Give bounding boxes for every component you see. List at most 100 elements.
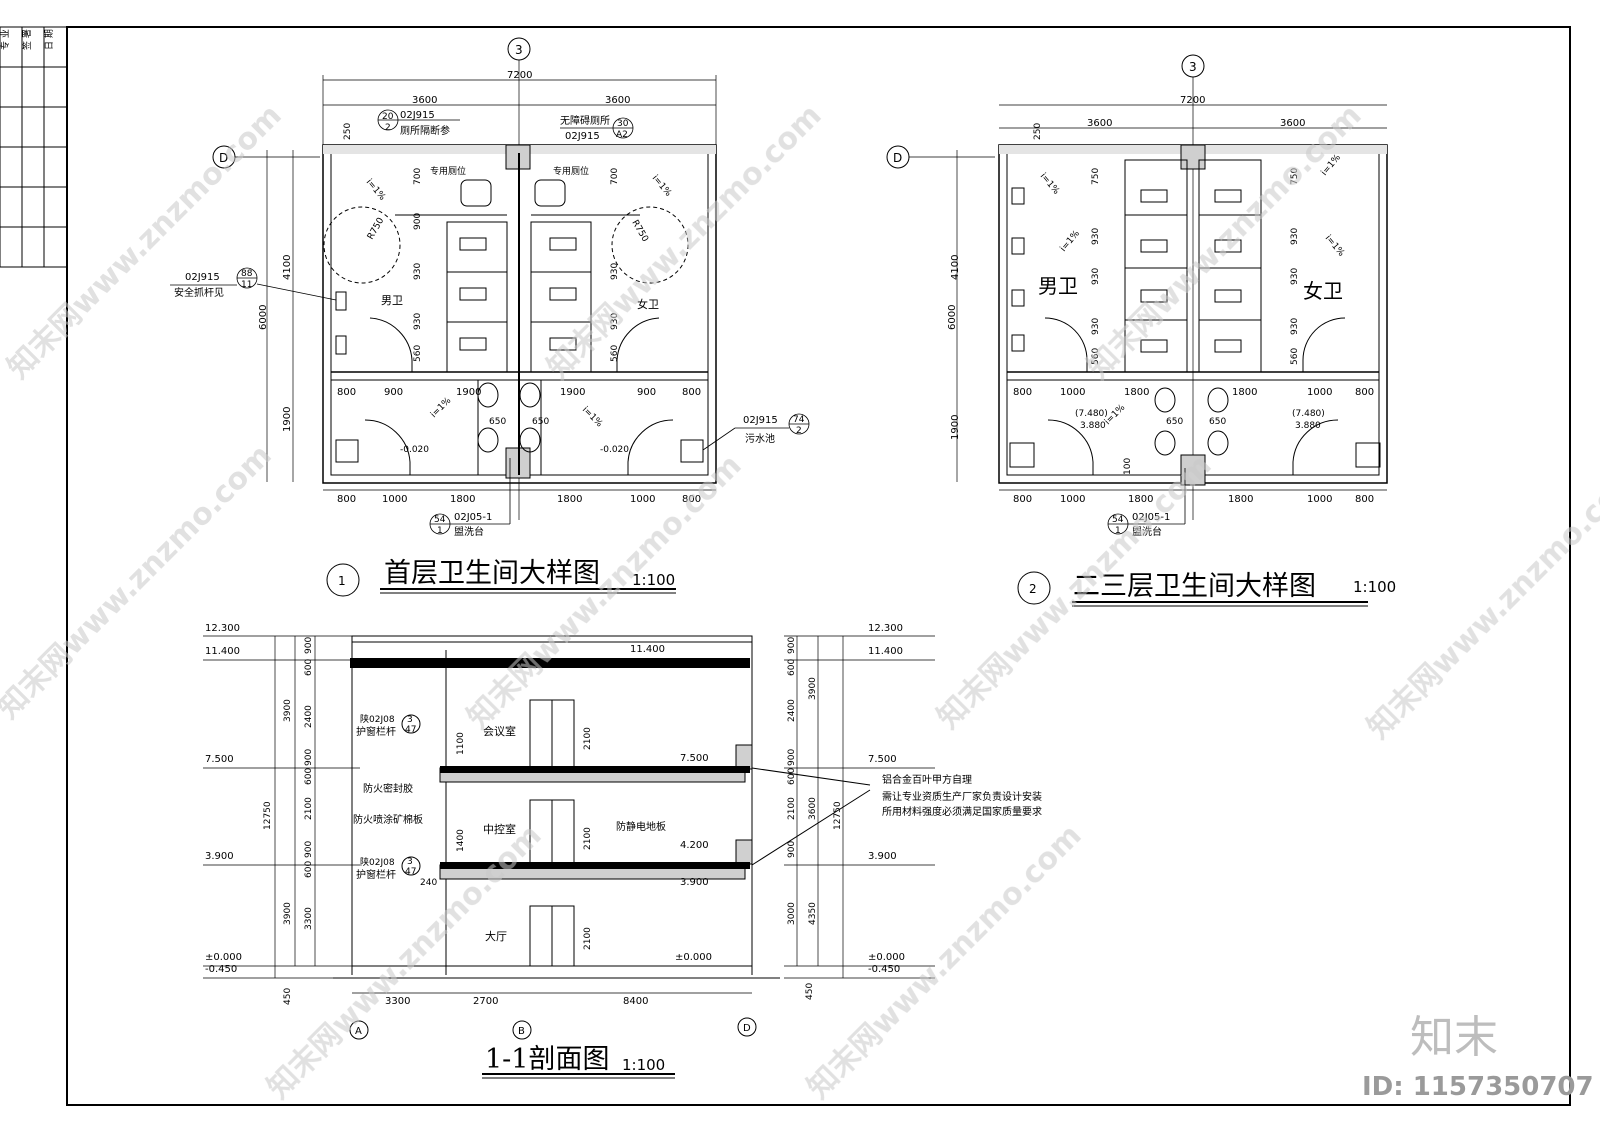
dim-text: R750 [629,219,650,245]
plan-1: 3 D 7200 3600 3600 250 6000 4100 1900 [170,37,810,597]
dim-text: 900 [304,637,314,654]
dim-text: 930 [413,313,423,330]
dim-text: 1900 [456,387,481,398]
dim-text: 900 [384,387,403,398]
dim-text: 600 [304,768,314,785]
dim-text: 2400 [787,699,797,722]
ref-num: 20 [382,112,394,122]
dim-text: 12750 [263,801,273,830]
ref-text: 厕所隔断参 [400,124,450,137]
axis-label: 3 [515,43,523,57]
side-label-2: 签 署 [21,29,33,50]
watermark-text: 知末网www.znzmo.com [801,818,1089,1106]
dim-text: 450 [805,983,815,1000]
dim-text: 7200 [507,70,532,81]
dim-text: 900 [787,637,797,654]
ref-text: 陕02J08 [360,856,395,868]
dim-text: 900 [304,841,314,858]
ref-num: 88 [241,269,253,279]
level-label: ±0.000 [675,952,712,963]
dim-text: 2700 [473,996,498,1007]
dim-text: 930 [1290,228,1300,245]
dim-text: 750 [1091,168,1101,185]
ref-text: 02J915 [400,110,435,121]
dim-text: 800 [337,387,356,398]
drawing-scale: 1:100 [632,571,675,589]
dim-text: 1800 [450,494,475,505]
watermark-id: ID: 1157350707 [1362,1072,1594,1102]
dim-text: 450 [283,988,293,1005]
dim-text: 3900 [808,677,818,700]
dim-text: 1400 [456,829,466,852]
section-1-1: 12.300 11.400 7.500 3.900 ±0.000 -0.450 … [203,623,1042,1079]
dim-text: 700 [610,168,620,185]
watermark-logo: 知末 [1410,1012,1498,1063]
dim-text: 800 [1013,387,1032,398]
dim-text: 560 [610,345,620,362]
drawing-number: 2 [1029,582,1037,596]
room-label: 女卫 [1303,279,1343,303]
dim-text: 2100 [583,727,593,750]
dim-text: 3600 [412,95,437,106]
dim-text: 900 [637,387,656,398]
dim-text: 650 [489,417,506,427]
dim-text: 930 [1290,318,1300,335]
level-label: 3.880 [1080,421,1106,431]
dim-text: 1000 [1307,387,1332,398]
ref-num: 54 [1112,515,1124,525]
axis-label: A [355,1026,362,1037]
ref-text: 陕02J08 [360,713,395,725]
dim-text: 1800 [1128,494,1153,505]
level-label: 3.880 [1295,421,1321,431]
dim-text: 4100 [950,255,961,280]
ref-text: 02J05-1 [1132,512,1170,523]
dim-text: 100 [1123,458,1133,475]
elevation-label: 7.500 [868,754,897,765]
room-label: 女卫 [637,297,659,311]
ref-text: 02J915 [185,272,220,283]
note-text: 防火密封胶 [363,782,413,795]
note-text: 铝合金百叶甲方自理 [882,773,972,786]
level-label: -0.020 [600,445,629,455]
elevation-label: 12.300 [868,623,903,634]
axis-label: D [219,151,228,165]
drawing-scale: 1:100 [622,1056,665,1074]
dim-text: 2400 [304,705,314,728]
side-table [0,26,68,268]
dim-text: 800 [682,387,701,398]
dim-text: 700 [413,168,423,185]
dim-text: 930 [1091,268,1101,285]
sheet-border [66,26,1571,1106]
dim-text: 800 [682,494,701,505]
axis-label: D [893,151,902,165]
room-label: 男卫 [381,294,403,307]
slope-label: i=1% [650,174,674,199]
ref-text: 02J915 [743,415,778,426]
room-label: 男卫 [1038,274,1078,298]
dim-text: 4100 [282,255,293,280]
dim-text: 560 [1091,348,1101,365]
ref-num: 11 [241,280,252,290]
elevation-label: 11.400 [205,646,240,657]
axis-label: D [743,1023,751,1034]
slope-label: i=1% [1323,234,1347,259]
ref-num: 3 [407,857,413,867]
dim-text: 2100 [583,827,593,850]
note-text: 防静电地板 [616,820,666,833]
drawing-scale: 1:100 [1353,578,1396,596]
elevation-label: ±0.000 [205,952,242,963]
slope-label: i=1% [1038,172,1062,197]
dim-text: 930 [1091,318,1101,335]
ref-text: 污水池 [745,432,775,445]
dim-text: 650 [1209,417,1226,427]
slope-label: i=1% [580,405,605,430]
dim-text: 600 [304,659,314,676]
dim-text: 1900 [282,407,293,432]
dim-text: 900 [304,749,314,766]
dim-text: 2100 [304,797,314,820]
elevation-label: ±0.000 [868,952,905,963]
dim-text: 1800 [557,494,582,505]
dim-text: 4350 [808,902,818,925]
dim-text: 1800 [1228,494,1253,505]
dim-text: 930 [610,263,620,280]
